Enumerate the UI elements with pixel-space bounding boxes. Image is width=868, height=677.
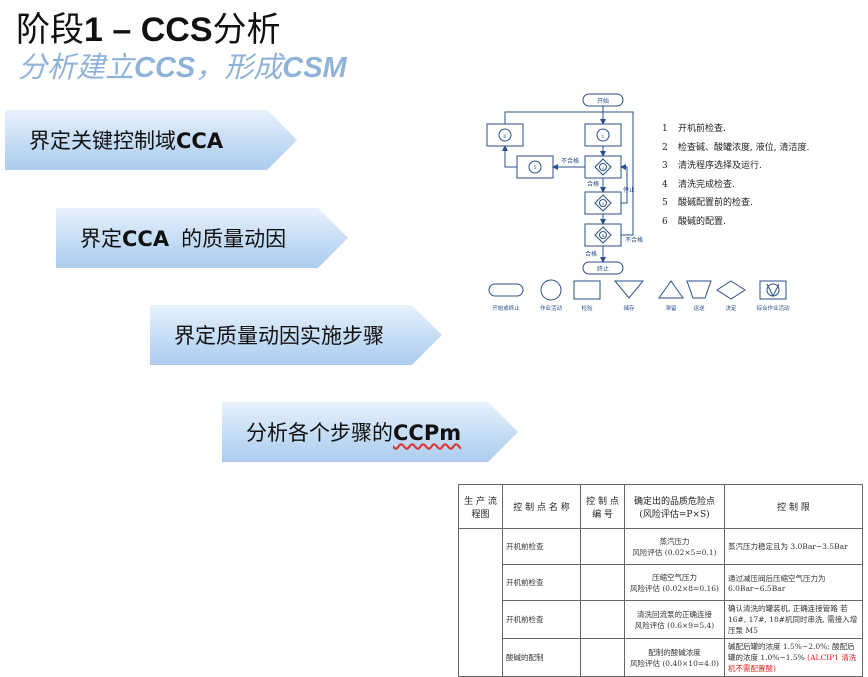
table-header-cell: 控 制 点 名 称 xyxy=(502,484,581,529)
table-cell: 蒸汽压力风险评估 (0.02×5=0.1) xyxy=(624,528,725,565)
table-cell: 压缩空气压力风险评估 (0.02×8=0.16) xyxy=(624,564,725,601)
flow-node-4-label: 4 xyxy=(602,233,605,238)
legend-label: 作业活动 xyxy=(540,304,563,312)
legend-label: 运送 xyxy=(693,304,705,312)
table-cell: 清洗回流泵的正确连接风险评估 (0.6×9=5.4) xyxy=(624,600,725,639)
flow-fail-label-1: 不合格 xyxy=(561,157,579,165)
flow-fail-label-2: 不合格 xyxy=(625,236,643,244)
legend-delay-icon xyxy=(658,280,684,299)
flow-node-5-label: 5 xyxy=(533,165,536,171)
table-cell: 配制的酸碱浓度风险评估 (0.40×10=4.0) xyxy=(624,638,725,677)
legend-label: 开始或终止 xyxy=(492,304,520,312)
flow-node-1-label: 1 xyxy=(601,134,604,140)
table-cell xyxy=(580,564,625,601)
process-flowchart: 开始 1 2 3 4 5 6 终止 不合格 合格 停止 不合格 合格 开始或终止… xyxy=(486,93,790,312)
legend-storage-icon xyxy=(613,280,645,299)
legend-decision-icon xyxy=(716,280,746,300)
table-cell xyxy=(580,638,625,677)
table-cell: 确认清洗的罐装机, 正确连接管路 若 16#, 17#, 18#机同时串洗, 需… xyxy=(724,600,863,639)
table-row: 开机前检查 压缩空气压力风险评估 (0.02×8=0.16) 通过减压阀后压缩空… xyxy=(459,564,863,601)
table-header-row: 生 产 流程图 控 制 点 名 称 控 制 点 编 号 确定出的品质危险点 (风… xyxy=(458,484,863,529)
table-header-cell: 控 制 点 编 号 xyxy=(580,484,625,529)
flow-node-6-label: 6 xyxy=(503,134,506,140)
table-cell: 开机前检查 xyxy=(502,528,581,565)
step-arrow-3: 界定质量动因实施步骤 xyxy=(150,305,442,365)
table-cell: 碱配后罐的浓度 1.5%~2.0%; 酸配后罐的浓度 1.0%~1.5% (AL… xyxy=(724,638,863,677)
flow-node-6 xyxy=(498,128,512,142)
flow-stop-label: 停止 xyxy=(623,186,635,194)
table-cell: 通过减压阀后压缩空气压力为 6.0Bar~6.5Bar xyxy=(724,564,863,601)
legend-combined-icon xyxy=(759,280,787,300)
legend-terminal-icon xyxy=(488,283,524,297)
flow-node-1 xyxy=(596,128,610,142)
legend-label: 滞留 xyxy=(665,304,677,312)
table-row: 酸碱的配制 配制的酸碱浓度风险评估 (0.40×10=4.0) 碱配后罐的浓度 … xyxy=(459,638,863,677)
table-header-cell: 生 产 流程图 xyxy=(458,484,503,529)
slide-subtitle: 分析建立CCS，形成CSM xyxy=(18,50,347,84)
legend-activity-icon xyxy=(540,279,562,301)
legend-transport-icon xyxy=(686,280,712,299)
table-cell-flow xyxy=(458,528,503,677)
step-arrow-1: 界定关键控制域CCA xyxy=(5,110,297,170)
legend-inspection-icon xyxy=(573,280,601,300)
flow-pass-label-1: 合格 xyxy=(587,180,599,188)
table-cell: 酸碱的配制 xyxy=(502,638,581,677)
table-cell: 开机前检查 xyxy=(502,564,581,601)
legend-label: 决定 xyxy=(725,304,737,312)
flow-start-label: 开始 xyxy=(597,97,609,105)
flow-pass-label-2: 合格 xyxy=(585,250,597,258)
table-row: 开机前检查 蒸汽压力风险评估 (0.02×5=0.1) 蒸汽压力稳定且为 3.0… xyxy=(458,528,863,677)
legend-label: 综合作业活动 xyxy=(756,304,790,312)
table-header-cell: 控 制 限 xyxy=(724,484,863,529)
flow-node-2-label: 2 xyxy=(602,165,605,170)
legend-label: 储存 xyxy=(623,304,635,312)
table-row: 开机前检查 清洗回流泵的正确连接风险评估 (0.6×9=5.4) 确认清洗的罐装… xyxy=(459,600,863,639)
flow-node-3-label: 3 xyxy=(602,201,605,206)
table-cell xyxy=(580,600,625,639)
slide-title: 阶段1 – CCS分析 xyxy=(16,10,281,50)
step-label: 界定质量动因实施步骤 xyxy=(174,324,384,348)
legend-label: 检验 xyxy=(581,304,593,312)
flow-end-terminal xyxy=(582,261,624,275)
flow-end-label: 终止 xyxy=(597,265,609,273)
step-label: 界定关键控制域CCA xyxy=(29,129,224,153)
step-label: 分析各个步骤的CCPm xyxy=(246,421,462,445)
table-cell: 开机前检查 xyxy=(502,600,581,639)
control-point-table: 生 产 流程图 控 制 点 名 称 控 制 点 编 号 确定出的品质危险点 (风… xyxy=(458,484,863,677)
table-cell: 蒸汽压力稳定且为 3.0Bar~3.5Bar xyxy=(724,528,863,565)
table-cell xyxy=(580,528,625,565)
step-arrow-4: 分析各个步骤的CCPm xyxy=(222,402,518,462)
flow-node-5 xyxy=(528,160,542,174)
table-header-cell: 确定出的品质危险点 (风险评估=P×S) xyxy=(624,484,725,529)
